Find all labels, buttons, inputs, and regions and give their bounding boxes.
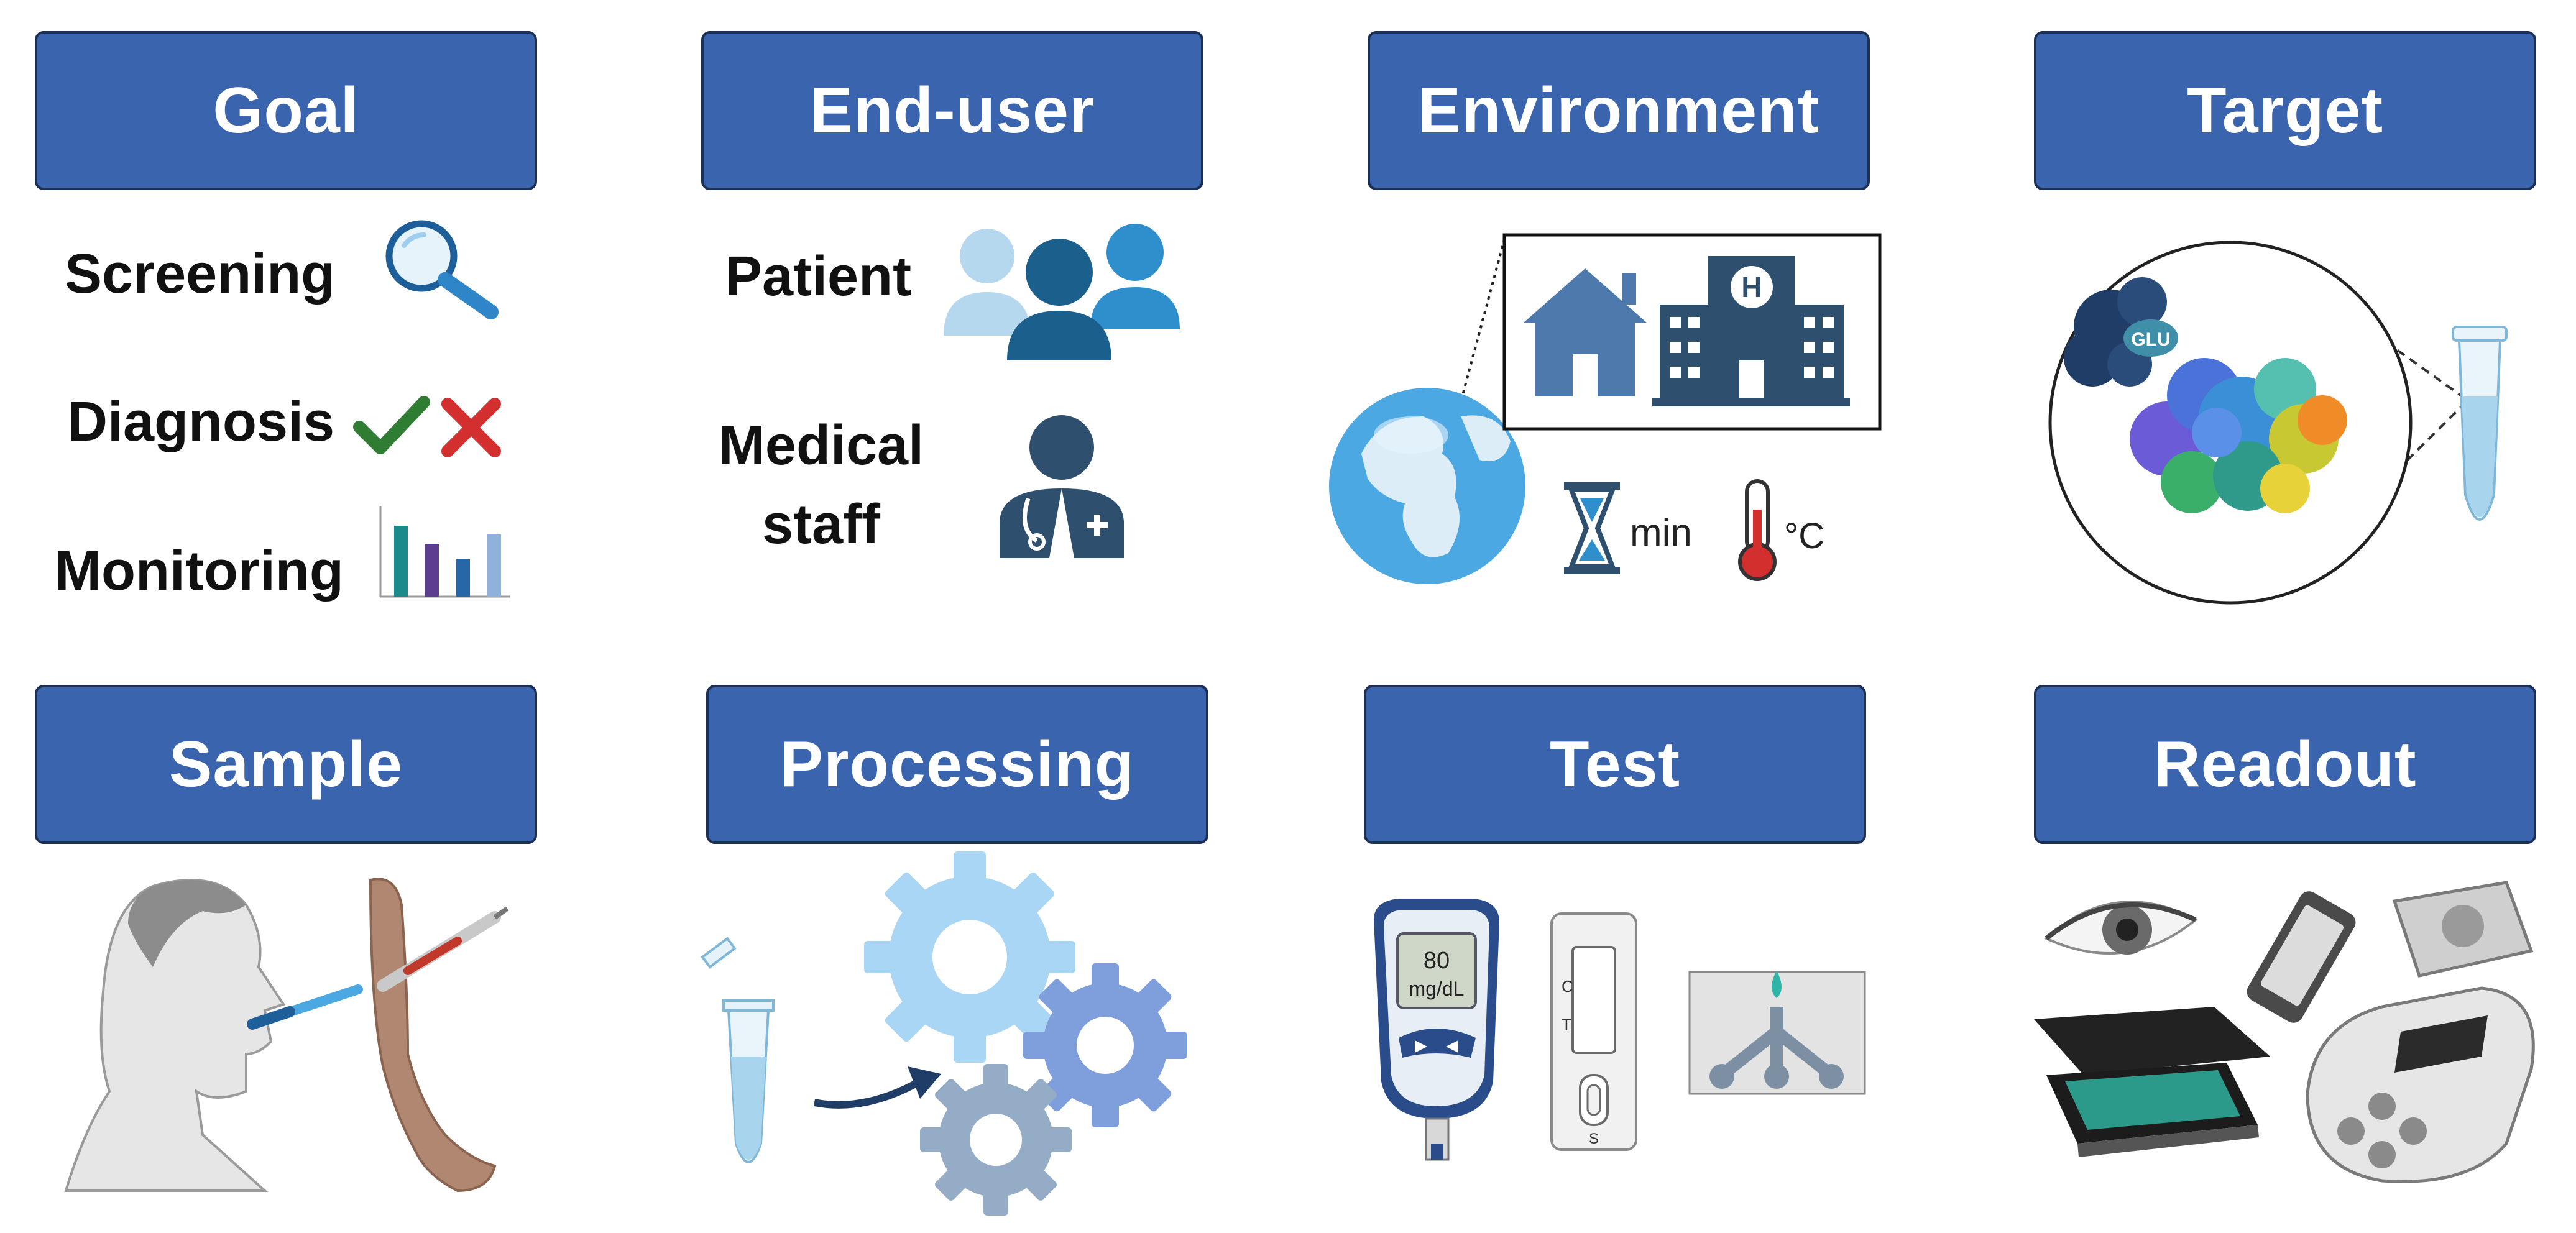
environment-title: Environment xyxy=(1417,74,1820,147)
test-scene: 80 mg/dL C T S xyxy=(1374,899,1866,1161)
house-icon xyxy=(1523,268,1647,396)
globe-icon xyxy=(1329,388,1525,584)
readout-scene xyxy=(2034,881,2535,1183)
cross-icon xyxy=(441,398,501,457)
diagnosis-label: Diagnosis xyxy=(67,391,335,453)
syringe-icon xyxy=(377,906,509,992)
microfluidic-chip-icon xyxy=(1688,971,1866,1095)
sample-header: Sample xyxy=(35,685,537,844)
strip-c-label: C xyxy=(1562,977,1573,996)
test-cassette-icon: C T S xyxy=(1550,912,1637,1151)
processing-tube-icon xyxy=(701,937,775,1163)
glucose-tag-label: GLU xyxy=(2131,329,2170,350)
processing-header: Processing xyxy=(706,685,1208,844)
swab-icon xyxy=(247,984,363,1030)
hospital-letter: H xyxy=(1741,271,1762,303)
target-scene: GLU xyxy=(2048,241,2508,605)
patients-group-icon xyxy=(944,224,1180,360)
thermometer-icon xyxy=(1738,479,1777,581)
end-user-header: End-user xyxy=(701,31,1203,190)
glucose-tag: GLU xyxy=(2123,319,2178,357)
time-unit-label: min xyxy=(1630,511,1692,554)
sample-tube-icon xyxy=(2452,326,2508,521)
sample-title: Sample xyxy=(169,728,403,800)
environment-header: Environment xyxy=(1368,31,1870,190)
test-header: Test xyxy=(1364,685,1866,844)
bar-chart-icon xyxy=(379,506,510,598)
hospital-icon: H xyxy=(1652,256,1850,406)
monitoring-label: Monitoring xyxy=(55,540,344,602)
medical-staff-line1: Medical xyxy=(718,415,924,477)
eye-icon xyxy=(2044,901,2198,955)
smartphone-icon xyxy=(2247,891,2356,1023)
readout-header: Readout xyxy=(2034,685,2536,844)
processing-scene xyxy=(701,851,1187,1216)
test-title: Test xyxy=(1549,728,1681,800)
gear-small-icon xyxy=(920,1064,1072,1216)
environment-scene: H min °C xyxy=(1329,233,1882,584)
glucometer-icon: 80 mg/dL xyxy=(1374,899,1499,1161)
target-header: Target xyxy=(2034,31,2536,190)
hourglass-icon xyxy=(1564,482,1620,574)
goal-title: Goal xyxy=(213,74,359,147)
sample-scene xyxy=(64,878,509,1193)
meter-value: 80 xyxy=(1424,948,1450,974)
readout-title: Readout xyxy=(2153,728,2417,800)
scanner-icon xyxy=(2034,1007,2270,1157)
magnifier-icon xyxy=(385,220,499,319)
person-head-icon xyxy=(64,879,286,1192)
check-icon xyxy=(353,396,430,454)
medical-staff-line2: staff xyxy=(761,493,881,556)
screening-label: Screening xyxy=(65,243,336,305)
protein-icon xyxy=(2130,358,2347,513)
processing-title: Processing xyxy=(780,728,1135,800)
temp-unit-label: °C xyxy=(1784,516,1824,556)
medical-staff-label: Medical staff xyxy=(712,415,930,556)
patient-label: Patient xyxy=(725,245,912,308)
end-user-title: End-user xyxy=(809,74,1095,147)
process-arrowhead-icon xyxy=(908,1066,941,1099)
strip-t-label: T xyxy=(1562,1015,1571,1034)
handheld-reader-icon xyxy=(2306,881,2535,1183)
target-title: Target xyxy=(2186,74,2384,147)
meter-unit: mg/dL xyxy=(1409,978,1465,1000)
strip-s-label: S xyxy=(1589,1130,1599,1147)
doctor-icon xyxy=(1000,415,1124,558)
goal-header: Goal xyxy=(35,31,537,190)
gear-large-icon xyxy=(864,851,1075,1063)
process-arrow-icon xyxy=(813,1078,922,1109)
